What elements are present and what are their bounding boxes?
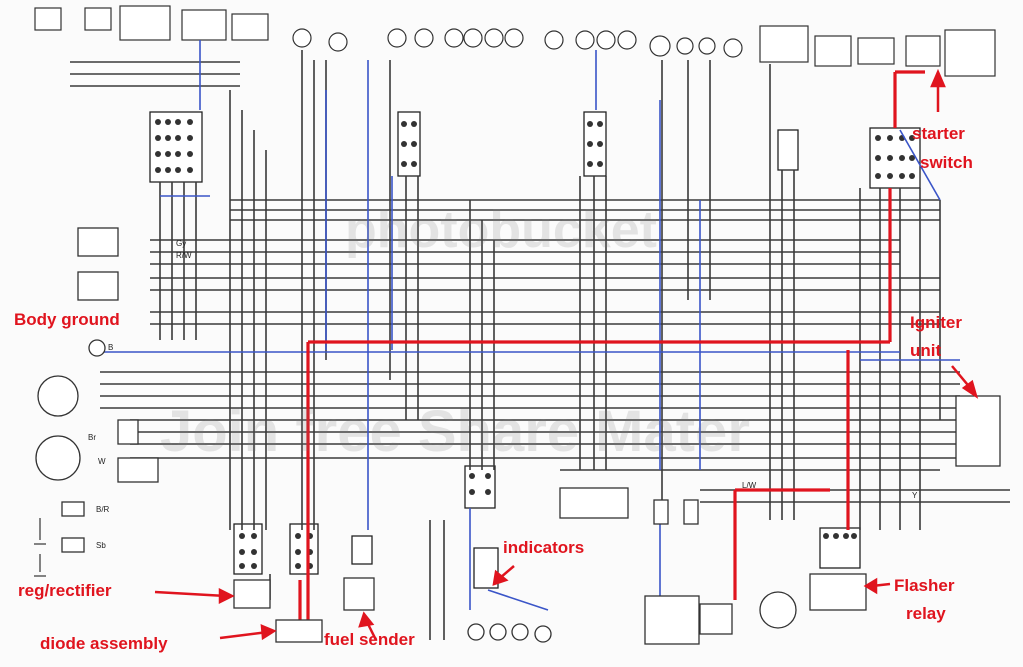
annotation-arrows <box>154 68 979 641</box>
wire-label-y: Y <box>912 491 918 500</box>
dark-wires-vertical <box>159 50 941 640</box>
arrow-fuel-sender <box>358 611 375 628</box>
wire-color-labels: Gy R/W Br W B/R Sb L/W Y B <box>88 239 918 550</box>
arrow-flasher-relay <box>863 577 878 595</box>
wire-label-gy: Gy <box>176 239 186 248</box>
annotation-flasher-relay-line2: relay <box>906 604 946 623</box>
connector-pins <box>155 119 915 569</box>
annotation-starter-switch-line1: starter <box>912 124 965 143</box>
blue-wires <box>100 40 960 611</box>
wire-label-rw: R/W <box>176 251 192 260</box>
arrow-diode-assembly <box>260 624 277 641</box>
watermark-photobucket: photobucket <box>345 201 657 259</box>
annotation-starter-switch-line2: switch <box>920 153 973 172</box>
bottom-components <box>233 395 1001 645</box>
annotation-igniter-unit-line2: unit <box>910 341 942 360</box>
red-highlighted-wires <box>298 70 925 620</box>
lamp-bulbs <box>292 28 743 58</box>
dark-wires <box>70 61 1010 503</box>
arrow-starter-switch <box>930 68 946 88</box>
arrow-igniter-unit <box>961 379 979 399</box>
arrow-reg-rectifier <box>218 587 235 605</box>
arrow-indicators <box>492 569 509 586</box>
ground-symbols <box>34 518 46 577</box>
wire-label-br: Br <box>88 433 96 442</box>
annotation-reg-rectifier: reg/rectifier <box>18 581 112 600</box>
wire-label-b: B <box>108 343 113 352</box>
annotation-indicators: indicators <box>503 538 585 557</box>
watermark-join-free: Join free Share Mater <box>160 399 750 464</box>
annotation-body-ground: Body ground <box>14 310 120 329</box>
wire-label-sb: Sb <box>96 541 106 550</box>
annotation-igniter-unit-line1: Igniter <box>910 313 962 332</box>
wire-label-lw: L/W <box>742 481 757 490</box>
annotation-diode-assembly: diode assembly <box>40 634 168 653</box>
wire-label-br-r: B/R <box>96 505 110 514</box>
annotation-fuel-sender: fuel sender <box>324 630 415 649</box>
top-switch-blocks <box>34 5 996 77</box>
left-components <box>35 227 159 553</box>
wire-label-w: W <box>98 457 106 466</box>
annotation-flasher-relay-line1: Flasher <box>894 576 955 595</box>
